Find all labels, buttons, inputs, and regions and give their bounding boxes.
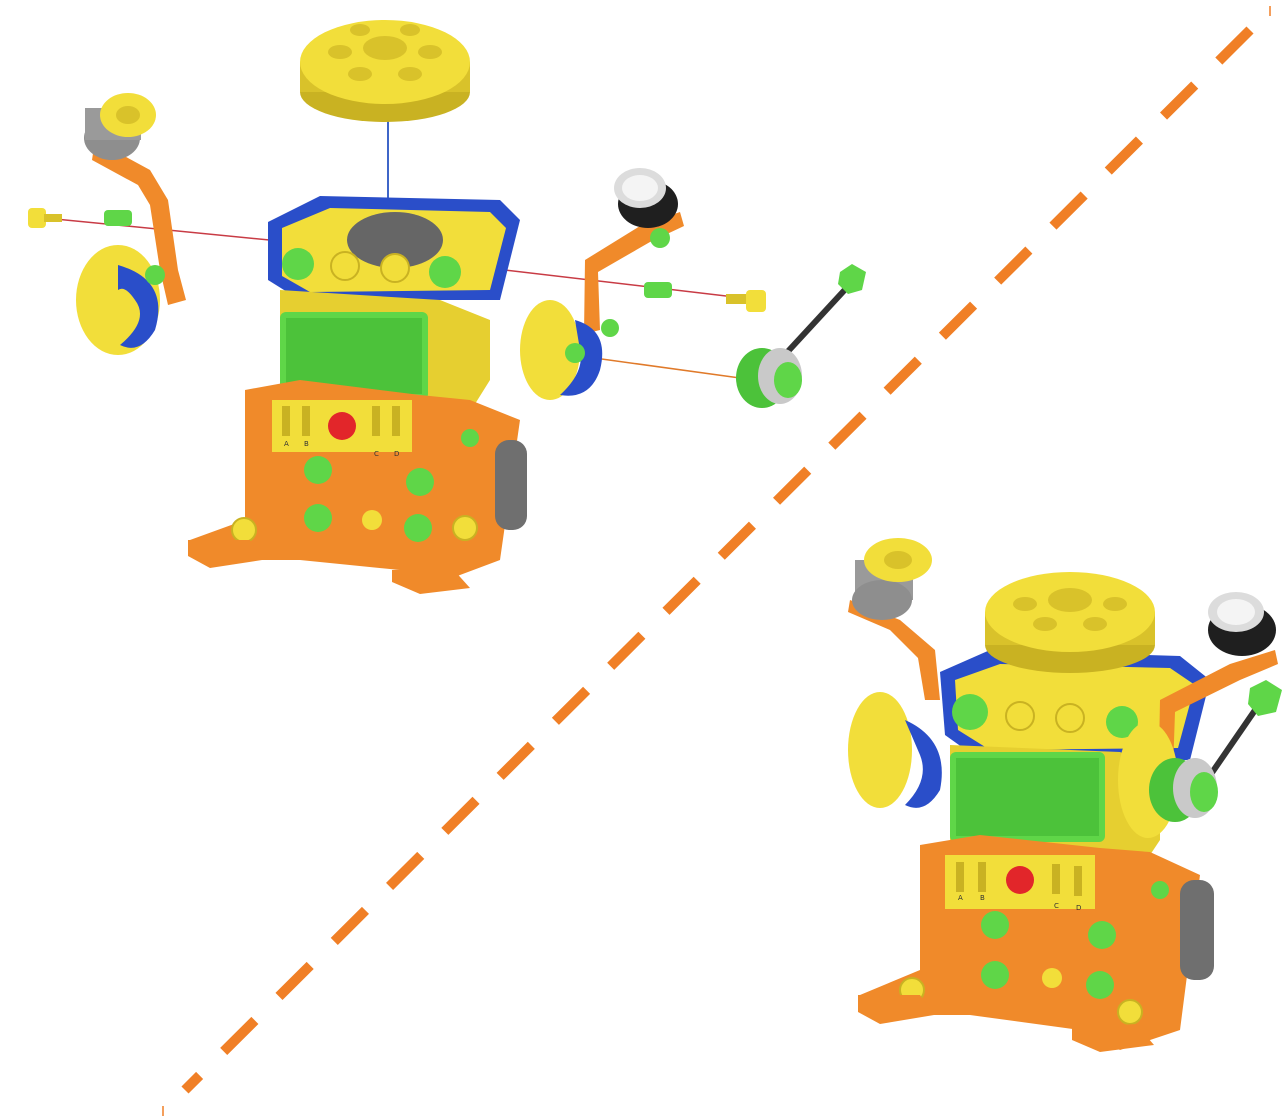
right-bolt xyxy=(726,290,766,312)
robot-body-exploded: A B C D xyxy=(188,196,527,594)
right-flower-cam xyxy=(520,300,619,400)
assembled-rear-wheel xyxy=(1180,880,1214,980)
port-label-d: D xyxy=(394,450,399,458)
assembled-port-label-b: B xyxy=(980,894,985,902)
top-gear-wheel xyxy=(300,20,470,122)
left-arm-assembly xyxy=(28,93,186,355)
assembled-top-wheel xyxy=(985,572,1155,673)
right-dial-motor xyxy=(614,168,678,228)
assembled-left-cam xyxy=(848,692,942,808)
assembled-port-label-d: D xyxy=(1076,904,1081,912)
axis-line-right-upper xyxy=(488,268,760,300)
assembled-power-button xyxy=(1006,866,1034,894)
port-label-c: C xyxy=(374,450,379,458)
left-motor xyxy=(84,93,156,160)
assembled-port-label-a: A xyxy=(958,894,963,902)
left-bolt xyxy=(28,208,62,228)
left-green-peg xyxy=(104,210,132,226)
exploded-view: A B C D xyxy=(28,20,866,594)
assembled-view: A B C D xyxy=(848,538,1282,1052)
port-label-b: B xyxy=(304,440,309,448)
assembled-left-motor xyxy=(852,538,932,620)
rear-wheel xyxy=(495,440,527,530)
port-label-a: A xyxy=(284,440,289,448)
axis-line-right-lower xyxy=(580,356,740,378)
right-green-peg xyxy=(644,282,672,298)
left-flower-cam xyxy=(76,245,165,355)
power-button xyxy=(328,412,356,440)
assembled-port-label-c: C xyxy=(1054,902,1059,910)
right-wheel-shaft xyxy=(736,264,866,408)
assembled-right-dial xyxy=(1208,592,1276,656)
